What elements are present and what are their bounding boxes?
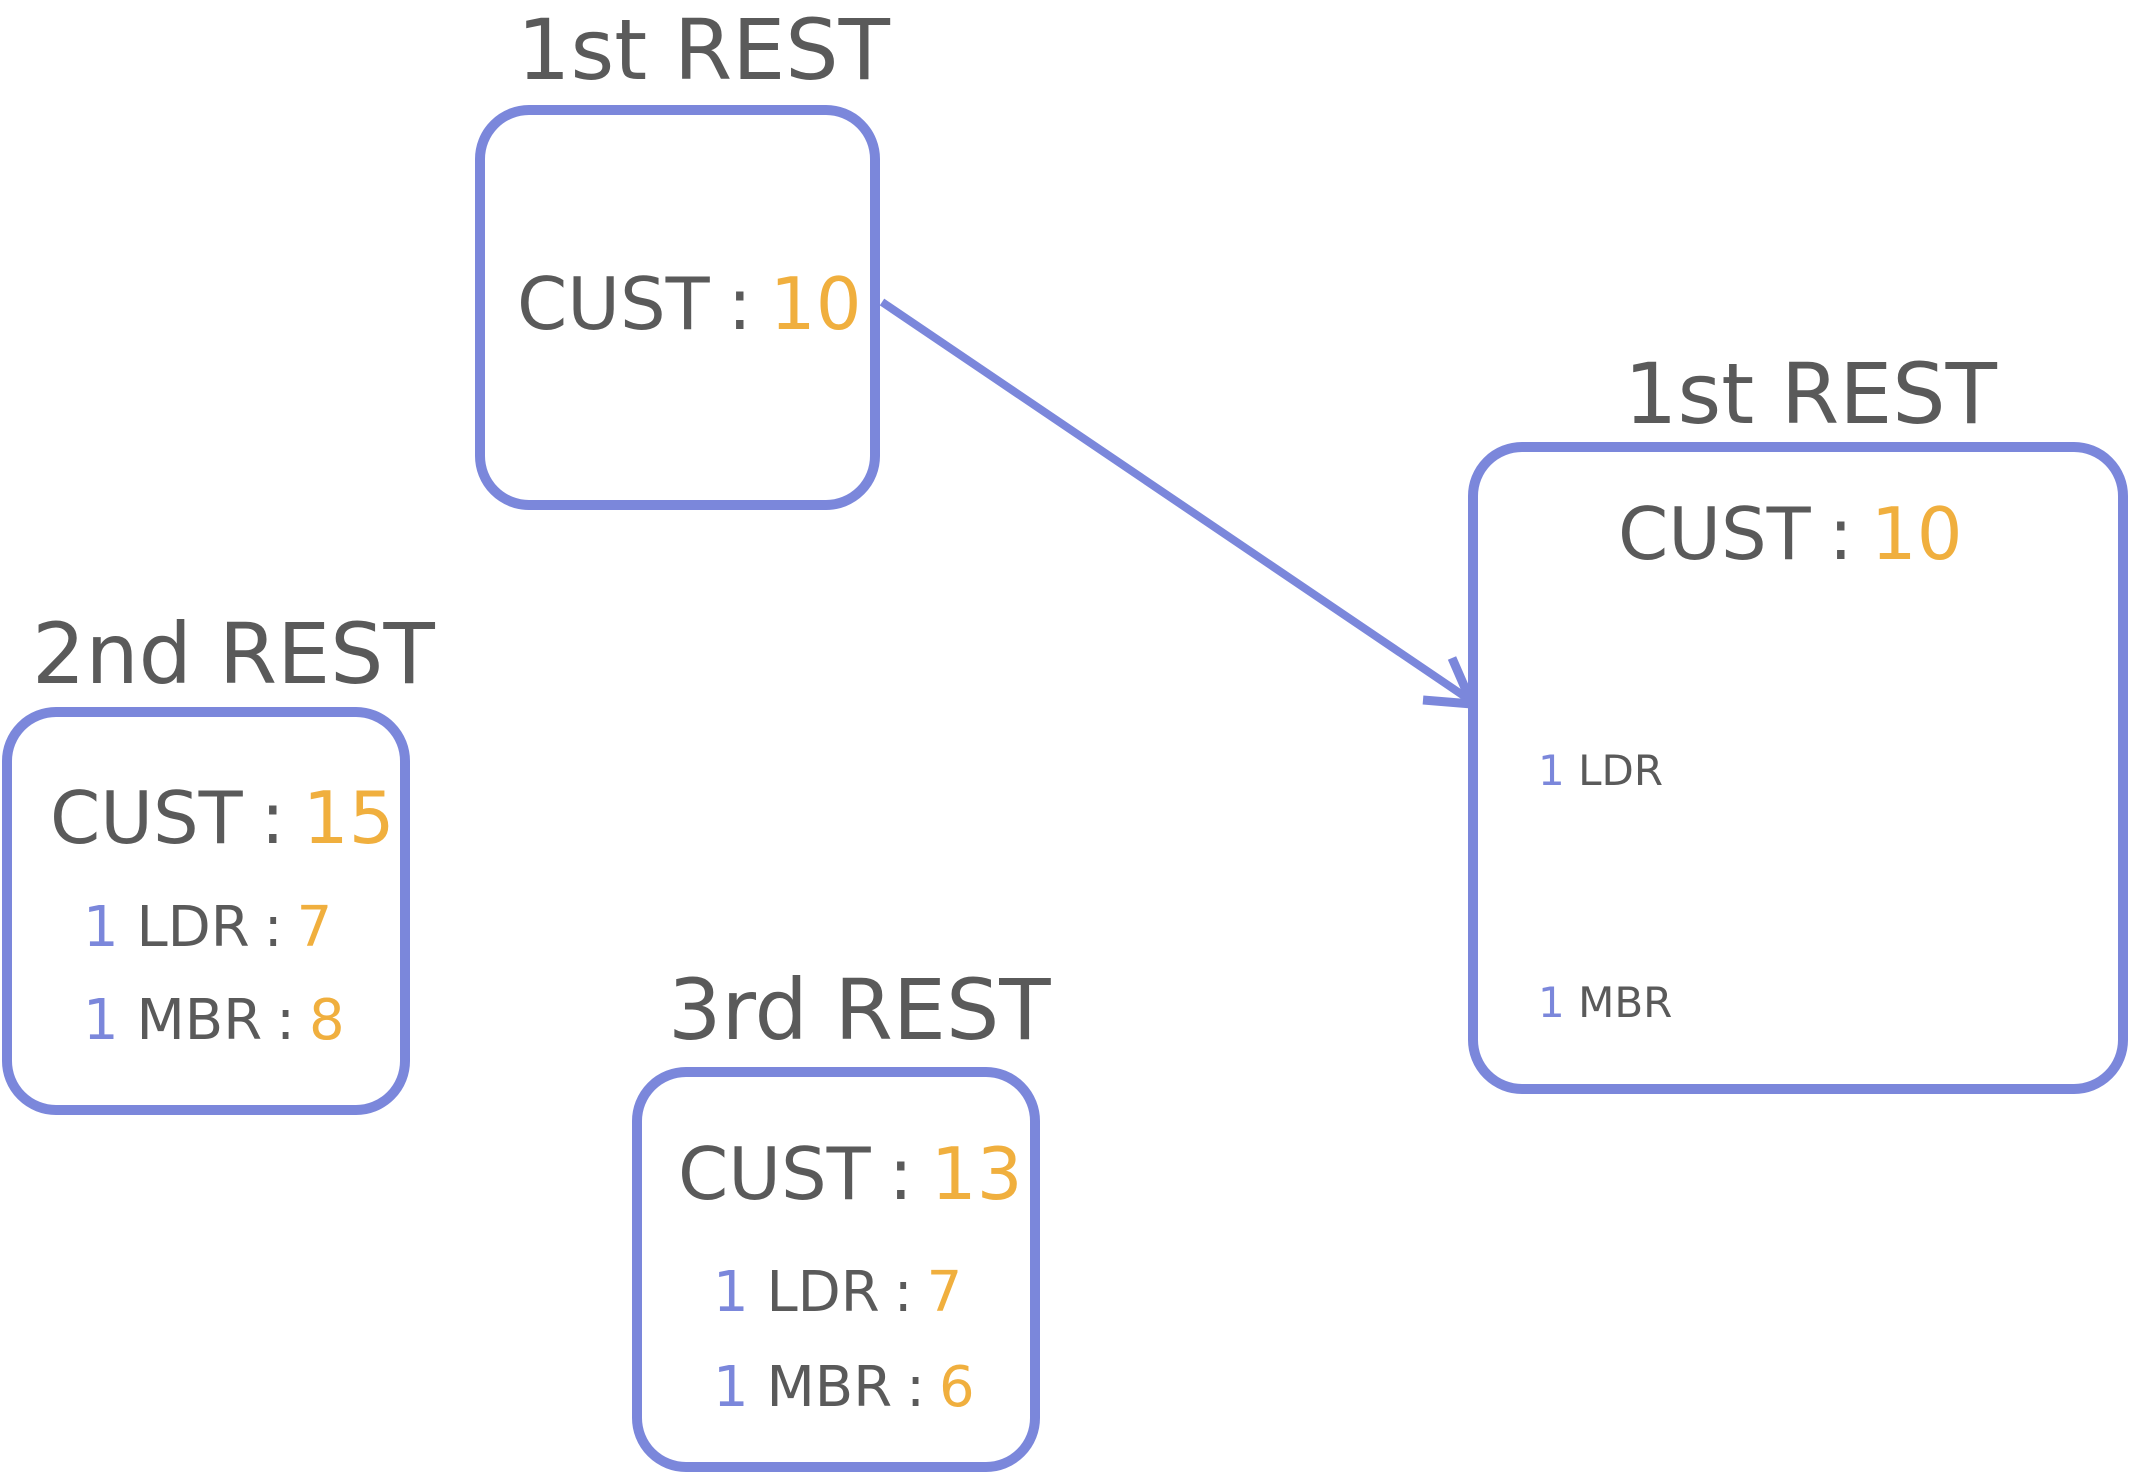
- rest3-ldr-row: 1 LDR:7: [713, 1260, 963, 1325]
- ldr-count: 1: [1538, 746, 1565, 795]
- rest1-detail-box: [1468, 442, 2128, 1094]
- rest3-mbr-row: 1 MBR:6: [713, 1355, 975, 1420]
- ldr-label: LDR: [766, 1260, 880, 1325]
- cust-value: 15: [302, 776, 395, 860]
- rest2-box: [2, 707, 410, 1115]
- cust-label: CUST: [678, 1132, 871, 1216]
- mbr-label: MBR: [136, 988, 263, 1053]
- cust-label: CUST: [50, 776, 243, 860]
- ldr-value: 7: [296, 895, 333, 960]
- rest1-small-cust: CUST:10: [517, 262, 862, 346]
- ldr-count: 1: [83, 895, 119, 960]
- rest3-box: [632, 1067, 1040, 1472]
- connector-arrow-line: [879, 298, 1473, 704]
- rest3-cust: CUST:13: [678, 1132, 1023, 1216]
- leader-caption: 1 LDR: [1538, 750, 1663, 792]
- rest2-title: 2nd REST: [32, 605, 435, 703]
- mbr-value: 6: [938, 1355, 975, 1420]
- mbr-label: MBR: [1578, 978, 1673, 1027]
- mbr-count: 1: [713, 1355, 749, 1420]
- rest1-detail-title: 1st REST: [1624, 345, 1997, 443]
- cust-value: 10: [769, 262, 862, 346]
- mbr-value: 8: [308, 988, 345, 1053]
- cust-value: 13: [930, 1132, 1023, 1216]
- ldr-label: LDR: [1578, 746, 1664, 795]
- cust-value: 10: [1870, 492, 1963, 576]
- ldr-label: LDR: [136, 895, 250, 960]
- rest1-detail-cust: CUST:10: [1618, 492, 1963, 576]
- rest2-ldr-row: 1 LDR:7: [83, 895, 333, 960]
- rest1-small-title: 1st REST: [517, 1, 890, 99]
- mbr-count: 1: [1538, 978, 1565, 1027]
- ldr-count: 1: [713, 1260, 749, 1325]
- cust-label: CUST: [517, 262, 710, 346]
- member-caption: 1 MBR: [1538, 982, 1672, 1024]
- ldr-value: 7: [926, 1260, 963, 1325]
- mbr-count: 1: [83, 988, 119, 1053]
- rest2-mbr-row: 1 MBR:8: [83, 988, 345, 1053]
- rest2-cust: CUST:15: [50, 776, 395, 860]
- mbr-label: MBR: [766, 1355, 893, 1420]
- rest1-small-box: [475, 105, 880, 510]
- cust-label: CUST: [1618, 492, 1811, 576]
- rest3-title: 3rd REST: [668, 961, 1051, 1059]
